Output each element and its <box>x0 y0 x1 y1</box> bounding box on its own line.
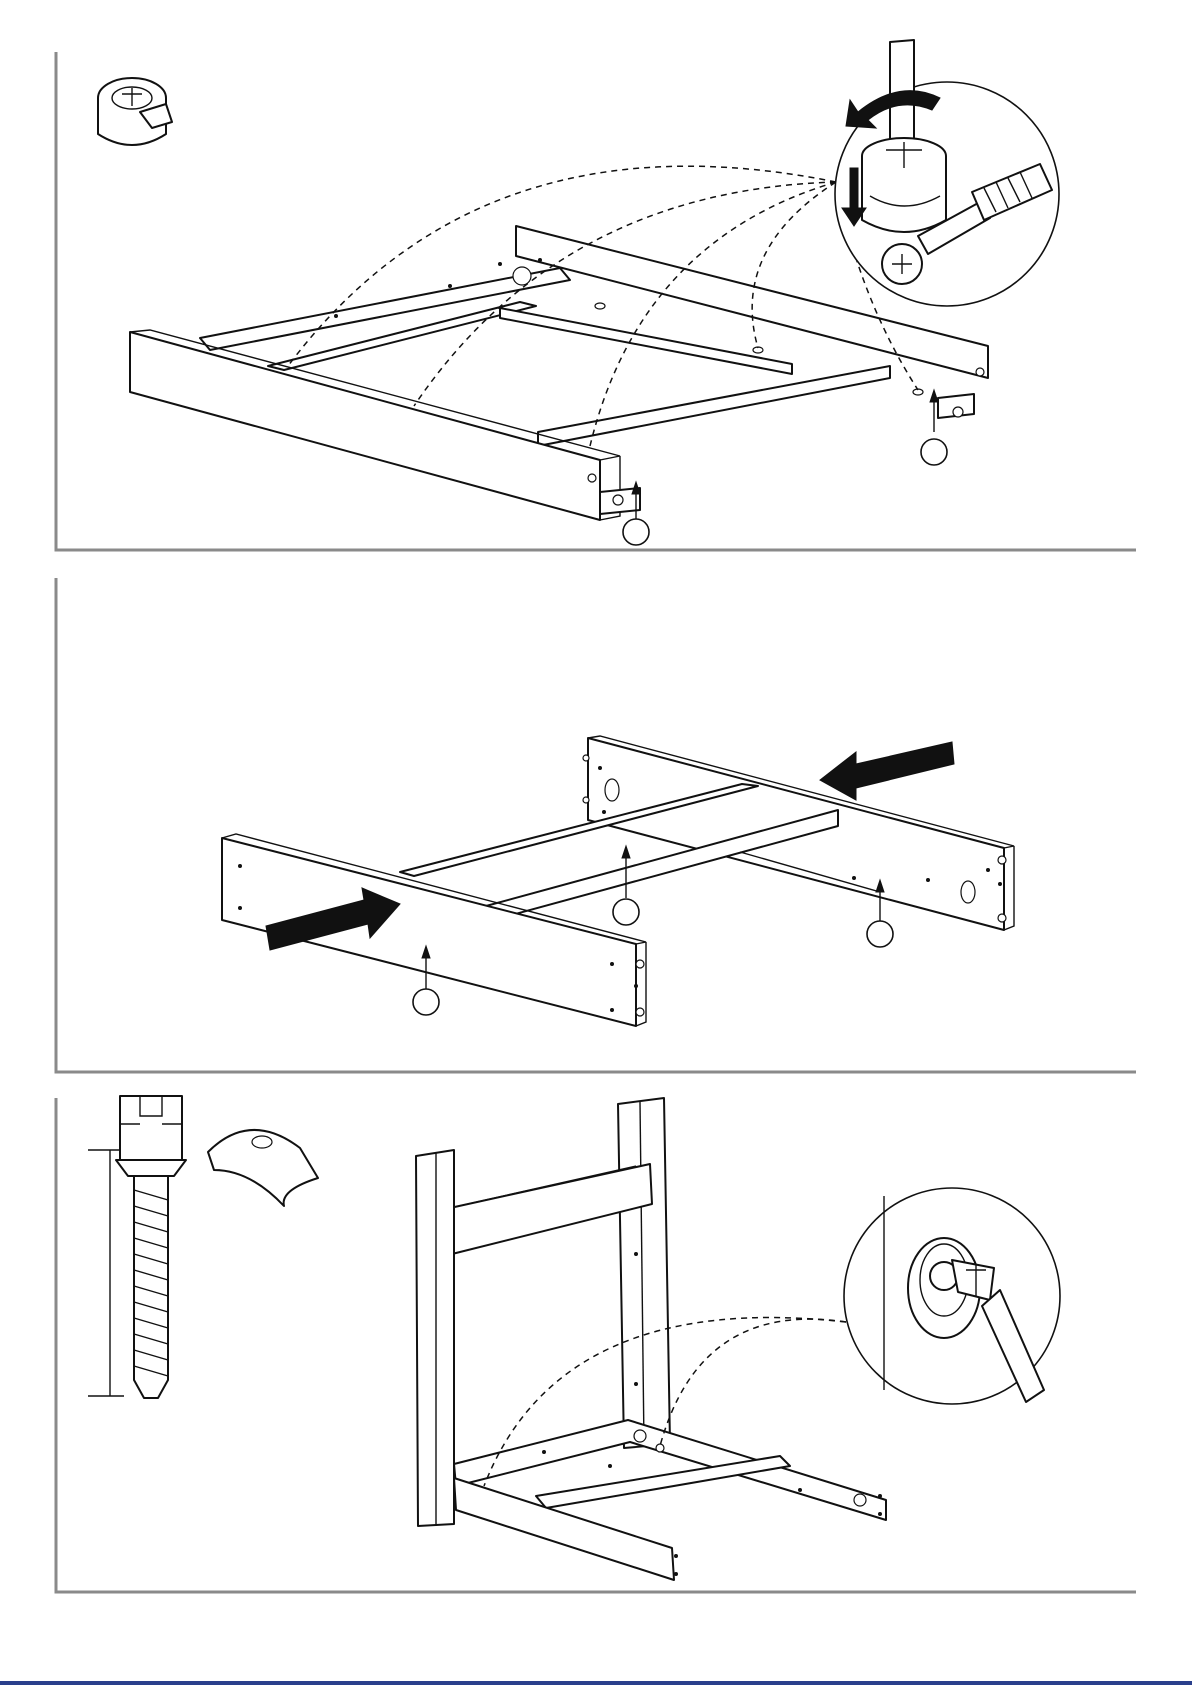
cross-bar-2 <box>500 308 792 374</box>
front-leg <box>416 1150 454 1526</box>
part-callout <box>623 519 649 545</box>
left-arrow-icon <box>820 742 954 800</box>
detail-callout-cam-lock <box>835 40 1059 306</box>
part-callout <box>867 921 893 947</box>
part-callout <box>613 899 639 925</box>
panel-step-a <box>56 40 1136 550</box>
panel-step-b <box>56 578 1136 1072</box>
bottom-cross-bar <box>536 1456 790 1508</box>
panel-step-c <box>56 1096 1136 1592</box>
cam-lock-icon <box>98 78 172 145</box>
part-callout <box>921 439 947 465</box>
footer-rule <box>0 1681 1192 1685</box>
cam-bolt-icon <box>88 1096 186 1398</box>
front-rail <box>130 332 600 520</box>
dowel-cap-icon <box>208 1130 318 1206</box>
cross-bar-3 <box>538 366 890 446</box>
frame-assembly-bottom <box>416 1098 886 1580</box>
part-callout <box>413 989 439 1015</box>
detail-callout-cam-bolt <box>844 1188 1060 1404</box>
